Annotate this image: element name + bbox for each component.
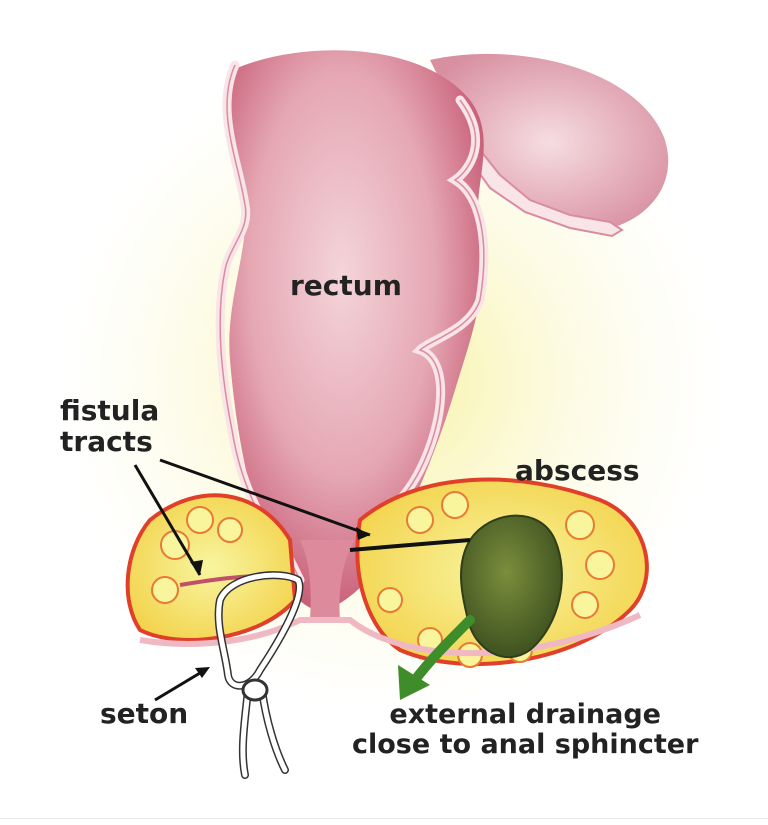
fat-lobules (151, 491, 615, 668)
seton-knot (241, 678, 269, 702)
fistula-tracts-label: fistula tracts (60, 395, 159, 458)
sigmoid-colon (430, 53, 669, 231)
fistula-pointer-2 (159, 458, 371, 537)
fistula-label-line2: tracts (60, 425, 153, 459)
drainage-arrow-head (398, 665, 430, 700)
anal-canal (300, 540, 355, 620)
fistula-pointer-1 (133, 464, 202, 576)
rectum-wall-right-edge (364, 99, 485, 541)
abscess-cavity (460, 514, 563, 659)
drainage-label-line1: external drainage (389, 699, 661, 730)
skin-line (139, 612, 642, 657)
fistula-label-line1: fistula (60, 394, 160, 427)
rectum-label: rectum (290, 269, 402, 302)
fistula-tract-right (349, 538, 471, 552)
bottom-divider (0, 818, 768, 819)
seton-pointer (154, 668, 206, 702)
drainage-arrow-shaft (410, 615, 475, 685)
rectum-wall-left-edge (219, 64, 301, 581)
seton-loop-inner (216, 572, 302, 689)
fistula-pointer-2-head (356, 527, 370, 540)
drainage-label-line2: close to anal sphincter (352, 729, 699, 761)
seton-label: seton (100, 697, 189, 730)
drainage-label: external drainage close to anal sphincte… (352, 699, 699, 761)
seton-pointer-head (195, 667, 210, 678)
abscess-label: abscess (515, 454, 640, 487)
fistula-pointer-1-head (190, 560, 203, 575)
